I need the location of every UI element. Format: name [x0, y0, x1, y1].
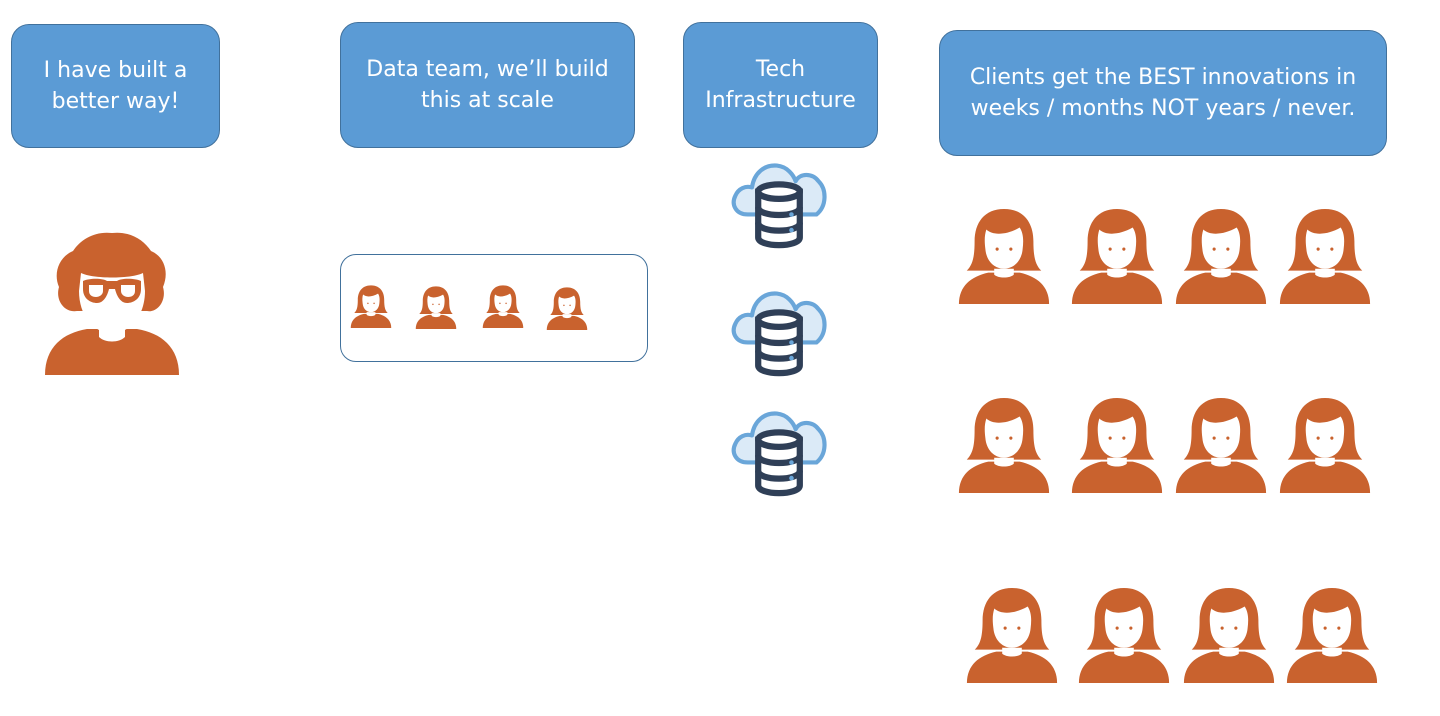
tech-infrastructure-callout-line-1: Tech [755, 57, 806, 82]
clients-callout-line-2: weeks / months NOT years / never. [970, 96, 1356, 121]
data-team-callout: Data team, we’ll build this at scale [340, 22, 635, 148]
clients-callout: Clients get the BEST innovations in week… [939, 30, 1387, 156]
client-icon [1068, 395, 1166, 493]
team-member-icon [414, 285, 458, 329]
inventor-callout: I have built a better way! [11, 24, 220, 148]
client-icon [1172, 395, 1270, 493]
clients-callout-line-1: Clients get the BEST innovations in [969, 65, 1357, 90]
client-icon [963, 585, 1061, 683]
data-team-callout-line-1: Data team, we’ll build [366, 57, 609, 82]
client-icon [1180, 585, 1278, 683]
client-icon [1075, 585, 1173, 683]
team-member-icon [349, 284, 393, 328]
cloud-database-icon [727, 398, 831, 502]
tech-infrastructure-callout: Tech Infrastructure [683, 22, 878, 148]
inventor-callout-line-1: I have built a [43, 58, 188, 83]
client-icon [1068, 206, 1166, 304]
team-member-icon [545, 286, 589, 330]
client-icon [955, 395, 1053, 493]
data-team-callout-line-2: this at scale [421, 88, 554, 113]
tech-infrastructure-callout-line-2: Infrastructure [705, 88, 856, 113]
client-icon [1283, 585, 1381, 683]
cloud-database-icon [727, 278, 831, 382]
team-member-icon [481, 284, 525, 328]
cloud-database-icon [727, 150, 831, 254]
client-icon [955, 206, 1053, 304]
client-icon [1276, 206, 1374, 304]
client-icon [1276, 395, 1374, 493]
client-icon [1172, 206, 1270, 304]
inventor-icon [43, 229, 181, 375]
inventor-callout-line-2: better way! [51, 89, 180, 114]
